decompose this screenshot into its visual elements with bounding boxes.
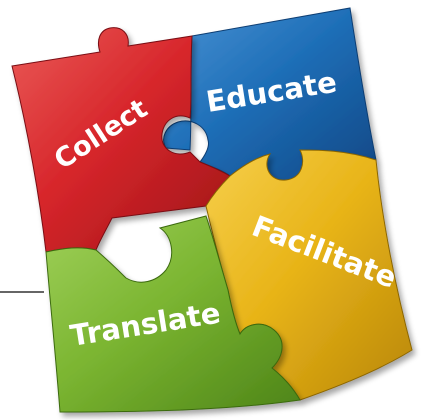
translate-piece bbox=[45, 215, 301, 413]
